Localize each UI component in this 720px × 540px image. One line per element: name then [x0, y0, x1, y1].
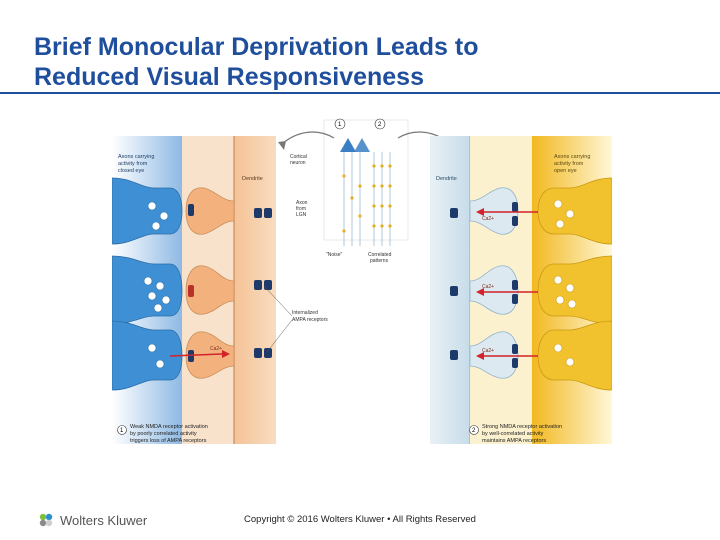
- axons-open-label: Axons carrying activity from open eye: [554, 154, 592, 174]
- caption-left: 1 Weak NMDA receptor activation by poorl…: [117, 424, 209, 444]
- closed-eye-terminal-1: [112, 177, 183, 245]
- inset-activity-dots: [342, 164, 392, 233]
- left-spine-2: [185, 265, 235, 315]
- svg-text:Strong NMDA receptor activatio: Strong NMDA receptor activation by well-…: [482, 424, 564, 444]
- inset-marker-2-text: 2: [378, 122, 382, 128]
- copyright-footer: Copyright © 2016 Wolters Kluwer • All Ri…: [244, 514, 476, 525]
- slide-title: Brief Monocular Deprivation Leads to Red…: [34, 32, 694, 92]
- closed-eye-terminal-2: [112, 255, 183, 325]
- cortical-neuron-triangle: [340, 138, 356, 152]
- caption-right: 2 Strong NMDA receptor activation by wel…: [469, 424, 564, 444]
- cortical-neuron-label: Cortical neuron: [290, 154, 308, 166]
- noise-label: "Noise": [326, 252, 343, 258]
- left-dendrite-label: Dendrite: [242, 176, 263, 182]
- right-ca-label-3: Ca2+: [482, 348, 494, 354]
- open-eye-terminal-3: [537, 320, 612, 391]
- left-internalized-receptors: [254, 208, 272, 358]
- inset-axon-lines: [343, 152, 391, 246]
- right-spines: [469, 187, 519, 379]
- open-eye-terminal-2: [537, 255, 612, 325]
- right-ca-label-2: Ca2+: [482, 284, 494, 290]
- correlated-label: Correlated patterns: [368, 252, 393, 264]
- right-dendrite-label: Dendrite: [436, 176, 457, 182]
- right-receptors: [450, 202, 518, 368]
- publisher-logo: Wolters Kluwer: [36, 510, 147, 530]
- logo-text: Wolters Kluwer: [60, 512, 148, 528]
- title-divider: [0, 92, 720, 94]
- center-inset: 1 2 Cortical neuron: [278, 118, 454, 264]
- open-eye-terminal-1: [537, 177, 612, 245]
- right-ca-label-1: Ca2+: [482, 216, 494, 222]
- inset-marker-2: [374, 118, 386, 130]
- left-ca-label: Ca2+: [210, 346, 222, 352]
- left-panel: Ca2+ Axons carrying activity from closed…: [112, 136, 276, 444]
- svg-text:2: 2: [472, 428, 476, 434]
- left-calcium-arrow: [169, 350, 230, 358]
- synapse-diagram: Ca2+ Axons carrying activity from closed…: [112, 118, 612, 444]
- svg-text:Weak NMDA receptor activation: Weak NMDA receptor activation by poorly …: [130, 424, 209, 444]
- internalized-callout: Internalized AMPA receptors: [263, 285, 328, 353]
- title-line-1: Brief Monocular Deprivation Leads to: [34, 33, 479, 61]
- wolters-kluwer-logo-icon: [39, 513, 53, 527]
- svg-text:Internalized AMPA recept: Internalized AMPA receptors: [292, 310, 328, 323]
- left-spine-1: [185, 187, 235, 235]
- inset-marker-1: [334, 118, 346, 130]
- svg-text:1: 1: [120, 428, 124, 434]
- axon-lgn-label: Axon from LGN: [296, 200, 309, 218]
- right-panel: Ca2+ Ca2+ Ca2+ Axons carrying activity f…: [430, 136, 612, 444]
- closed-eye-terminal-3: [112, 320, 183, 391]
- inset-marker-1-text: 1: [338, 122, 342, 128]
- right-calcium-arrows: [476, 208, 538, 360]
- axons-closed-label: Axons carrying activity from closed eye: [118, 154, 156, 174]
- title-line-2: Reduced Visual Responsiveness: [34, 63, 424, 91]
